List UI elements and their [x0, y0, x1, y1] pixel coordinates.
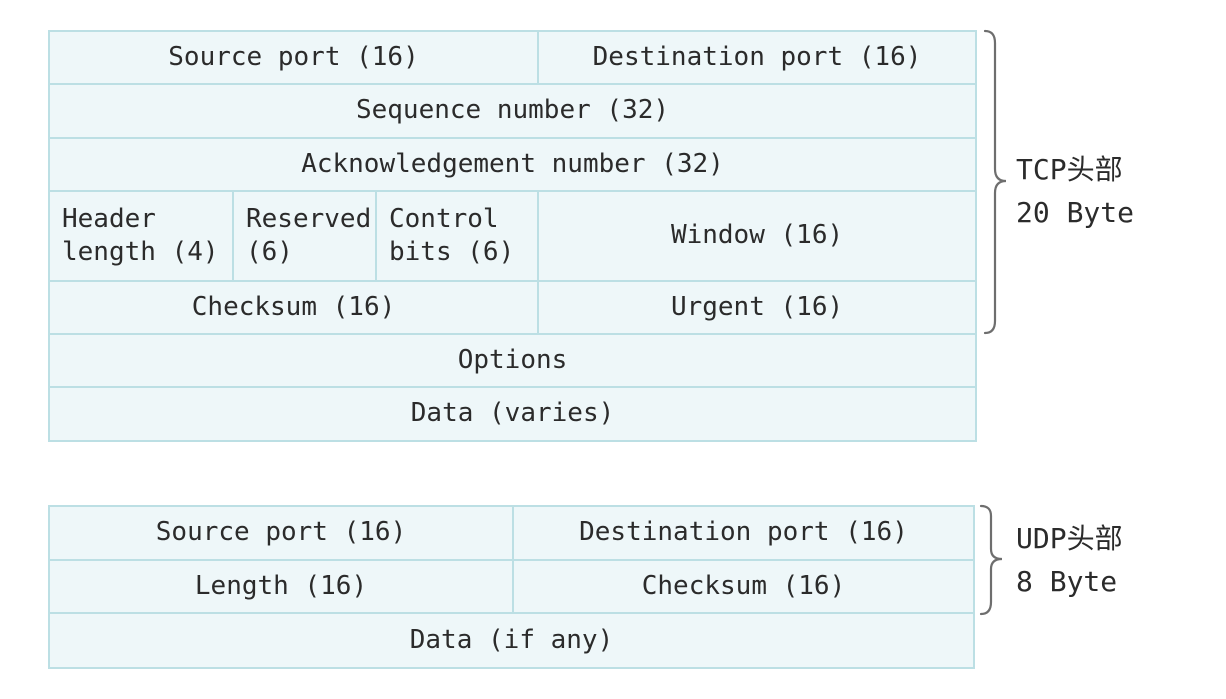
tcp-cell-window: Window (16)	[537, 190, 978, 282]
udp-row-data: Data (if any)	[48, 612, 975, 669]
udp-row-length-checksum: Length (16) Checksum (16)	[48, 559, 975, 614]
tcp-cell-urgent: Urgent (16)	[537, 280, 978, 335]
tcp-cell-source-port: Source port (16)	[47, 30, 540, 85]
tcp-header-table: Source port (16) Destination port (16) S…	[47, 30, 978, 442]
tcp-cell-reserved: Reserved (6)	[232, 190, 377, 282]
udp-cell-length: Length (16)	[48, 559, 514, 614]
udp-cell-destination-port: Destination port (16)	[512, 505, 975, 561]
tcp-row-data: Data (varies)	[47, 386, 978, 442]
tcp-cell-data: Data (varies)	[47, 386, 978, 442]
udp-cell-data: Data (if any)	[48, 612, 975, 669]
tcp-row-options: Options	[47, 333, 978, 388]
tcp-cell-sequence-number: Sequence number (32)	[47, 83, 978, 139]
tcp-header-label-line1: TCP头部	[1016, 153, 1123, 186]
tcp-row-sequence: Sequence number (32)	[47, 83, 978, 139]
udp-cell-checksum: Checksum (16)	[512, 559, 975, 614]
udp-header-label: UDP头部 8 Byte	[1016, 517, 1123, 603]
tcp-cell-header-length: Header length (4)	[48, 190, 234, 282]
tcp-row-acknowledgement: Acknowledgement number (32)	[47, 137, 978, 192]
tcp-cell-control-bits: Control bits (6)	[374, 190, 540, 282]
tcp-cell-acknowledgement-number: Acknowledgement number (32)	[47, 137, 978, 192]
udp-header-table: Source port (16) Destination port (16) L…	[48, 505, 975, 669]
udp-header-label-line1: UDP头部	[1016, 522, 1123, 555]
tcp-header-brace-icon	[983, 29, 1007, 335]
tcp-row-ports: Source port (16) Destination port (16)	[47, 30, 978, 85]
udp-row-ports: Source port (16) Destination port (16)	[48, 505, 975, 561]
tcp-cell-destination-port: Destination port (16)	[537, 30, 978, 85]
tcp-cell-options: Options	[47, 333, 978, 388]
udp-header-brace-icon	[979, 504, 1003, 616]
tcp-header-label-line2: 20 Byte	[1016, 196, 1135, 229]
tcp-header-label: TCP头部 20 Byte	[1016, 148, 1134, 234]
udp-header-label-line2: 8 Byte	[1016, 565, 1118, 598]
tcp-row-flags: Header length (4) Reserved (6) Control b…	[48, 190, 978, 282]
tcp-cell-checksum: Checksum (16)	[47, 280, 540, 335]
tcp-row-checksum: Checksum (16) Urgent (16)	[47, 280, 978, 335]
udp-cell-source-port: Source port (16)	[48, 505, 514, 561]
